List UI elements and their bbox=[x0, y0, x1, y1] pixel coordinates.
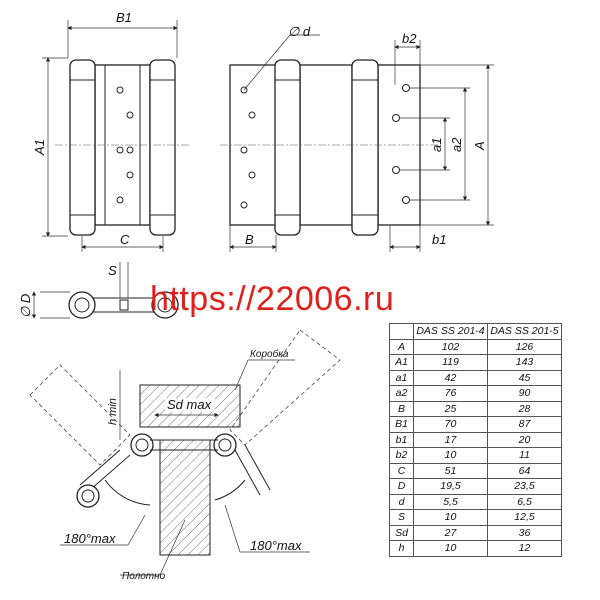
dim-S: S bbox=[108, 263, 117, 278]
param-cell: b1 bbox=[389, 431, 414, 448]
param-cell: S bbox=[389, 509, 414, 526]
value-cell: 10 bbox=[413, 540, 488, 557]
section-view: ∅ D S bbox=[18, 262, 179, 319]
value-cell: 87 bbox=[487, 416, 562, 433]
param-cell: Sd bbox=[389, 524, 414, 541]
param-cell: h bbox=[389, 540, 414, 557]
value-cell: 6,5 bbox=[487, 493, 562, 510]
value-cell: 11 bbox=[487, 447, 562, 464]
header-cell: DAS SS 201-5 bbox=[487, 323, 562, 340]
param-cell: C bbox=[389, 462, 414, 479]
frame-label: Коробка bbox=[250, 348, 289, 360]
header-cell: DAS SS 201-4 bbox=[413, 323, 488, 340]
dim-a1: a1 bbox=[429, 138, 444, 152]
value-cell: 10 bbox=[413, 447, 488, 464]
side-view: ∅ d b2 a1 a2 A B b1 bbox=[220, 24, 494, 252]
value-cell: 23,5 bbox=[487, 478, 562, 495]
param-cell: b2 bbox=[389, 447, 414, 464]
dim-b1: b1 bbox=[432, 232, 446, 247]
value-cell: 12,5 bbox=[487, 509, 562, 526]
value-cell: 45 bbox=[487, 369, 562, 386]
value-cell: 51 bbox=[413, 462, 488, 479]
value-cell: 27 bbox=[413, 524, 488, 541]
dim-Sd-max: Sd max bbox=[167, 397, 212, 412]
value-cell: 25 bbox=[413, 400, 488, 417]
dim-B: B bbox=[245, 232, 254, 247]
dim-b2: b2 bbox=[402, 31, 417, 46]
param-cell: D bbox=[389, 478, 414, 495]
value-cell: 5,5 bbox=[413, 493, 488, 510]
value-cell: 36 bbox=[487, 524, 562, 541]
angle-right-label: 180°max bbox=[250, 538, 302, 553]
front-view: B1 A1 C bbox=[32, 10, 190, 252]
value-cell: 42 bbox=[413, 369, 488, 386]
value-cell: 10 bbox=[413, 509, 488, 526]
value-cell: 17 bbox=[413, 431, 488, 448]
param-cell: A1 bbox=[389, 354, 414, 371]
value-cell: 76 bbox=[413, 385, 488, 402]
value-cell: 102 bbox=[413, 338, 488, 355]
value-cell: 20 bbox=[487, 431, 562, 448]
value-cell: 126 bbox=[487, 338, 562, 355]
value-cell: 143 bbox=[487, 354, 562, 371]
param-cell: B1 bbox=[389, 416, 414, 433]
angle-left-label: 180°max bbox=[64, 531, 116, 546]
dim-d: ∅ d bbox=[288, 24, 311, 39]
param-cell: B bbox=[389, 400, 414, 417]
param-cell: a1 bbox=[389, 369, 414, 386]
dim-a2: a2 bbox=[449, 137, 464, 152]
value-cell: 70 bbox=[413, 416, 488, 433]
dim-D: ∅ D bbox=[18, 294, 33, 318]
param-cell: d bbox=[389, 493, 414, 510]
header-cell bbox=[389, 323, 414, 340]
param-cell: a2 bbox=[389, 385, 414, 402]
dim-A1: A1 bbox=[32, 139, 47, 156]
watermark: https://22006.ru bbox=[150, 280, 395, 318]
value-cell: 12 bbox=[487, 540, 562, 557]
dim-B1: B1 bbox=[116, 10, 132, 25]
value-cell: 64 bbox=[487, 462, 562, 479]
value-cell: 28 bbox=[487, 400, 562, 417]
operation-view: Коробка Sd max h min 180°max 180°max Пол… bbox=[29, 329, 341, 582]
table-header: DAS SS 201-4 DAS SS 201-5 bbox=[389, 323, 562, 340]
dim-h-min: h min bbox=[107, 398, 119, 425]
leaf-label: Полотно bbox=[122, 571, 166, 582]
value-cell: 119 bbox=[413, 354, 488, 371]
value-cell: 90 bbox=[487, 385, 562, 402]
dim-A: A bbox=[472, 141, 487, 151]
param-cell: A bbox=[389, 338, 414, 355]
value-cell: 19,5 bbox=[413, 478, 488, 495]
dim-C: C bbox=[120, 232, 130, 247]
